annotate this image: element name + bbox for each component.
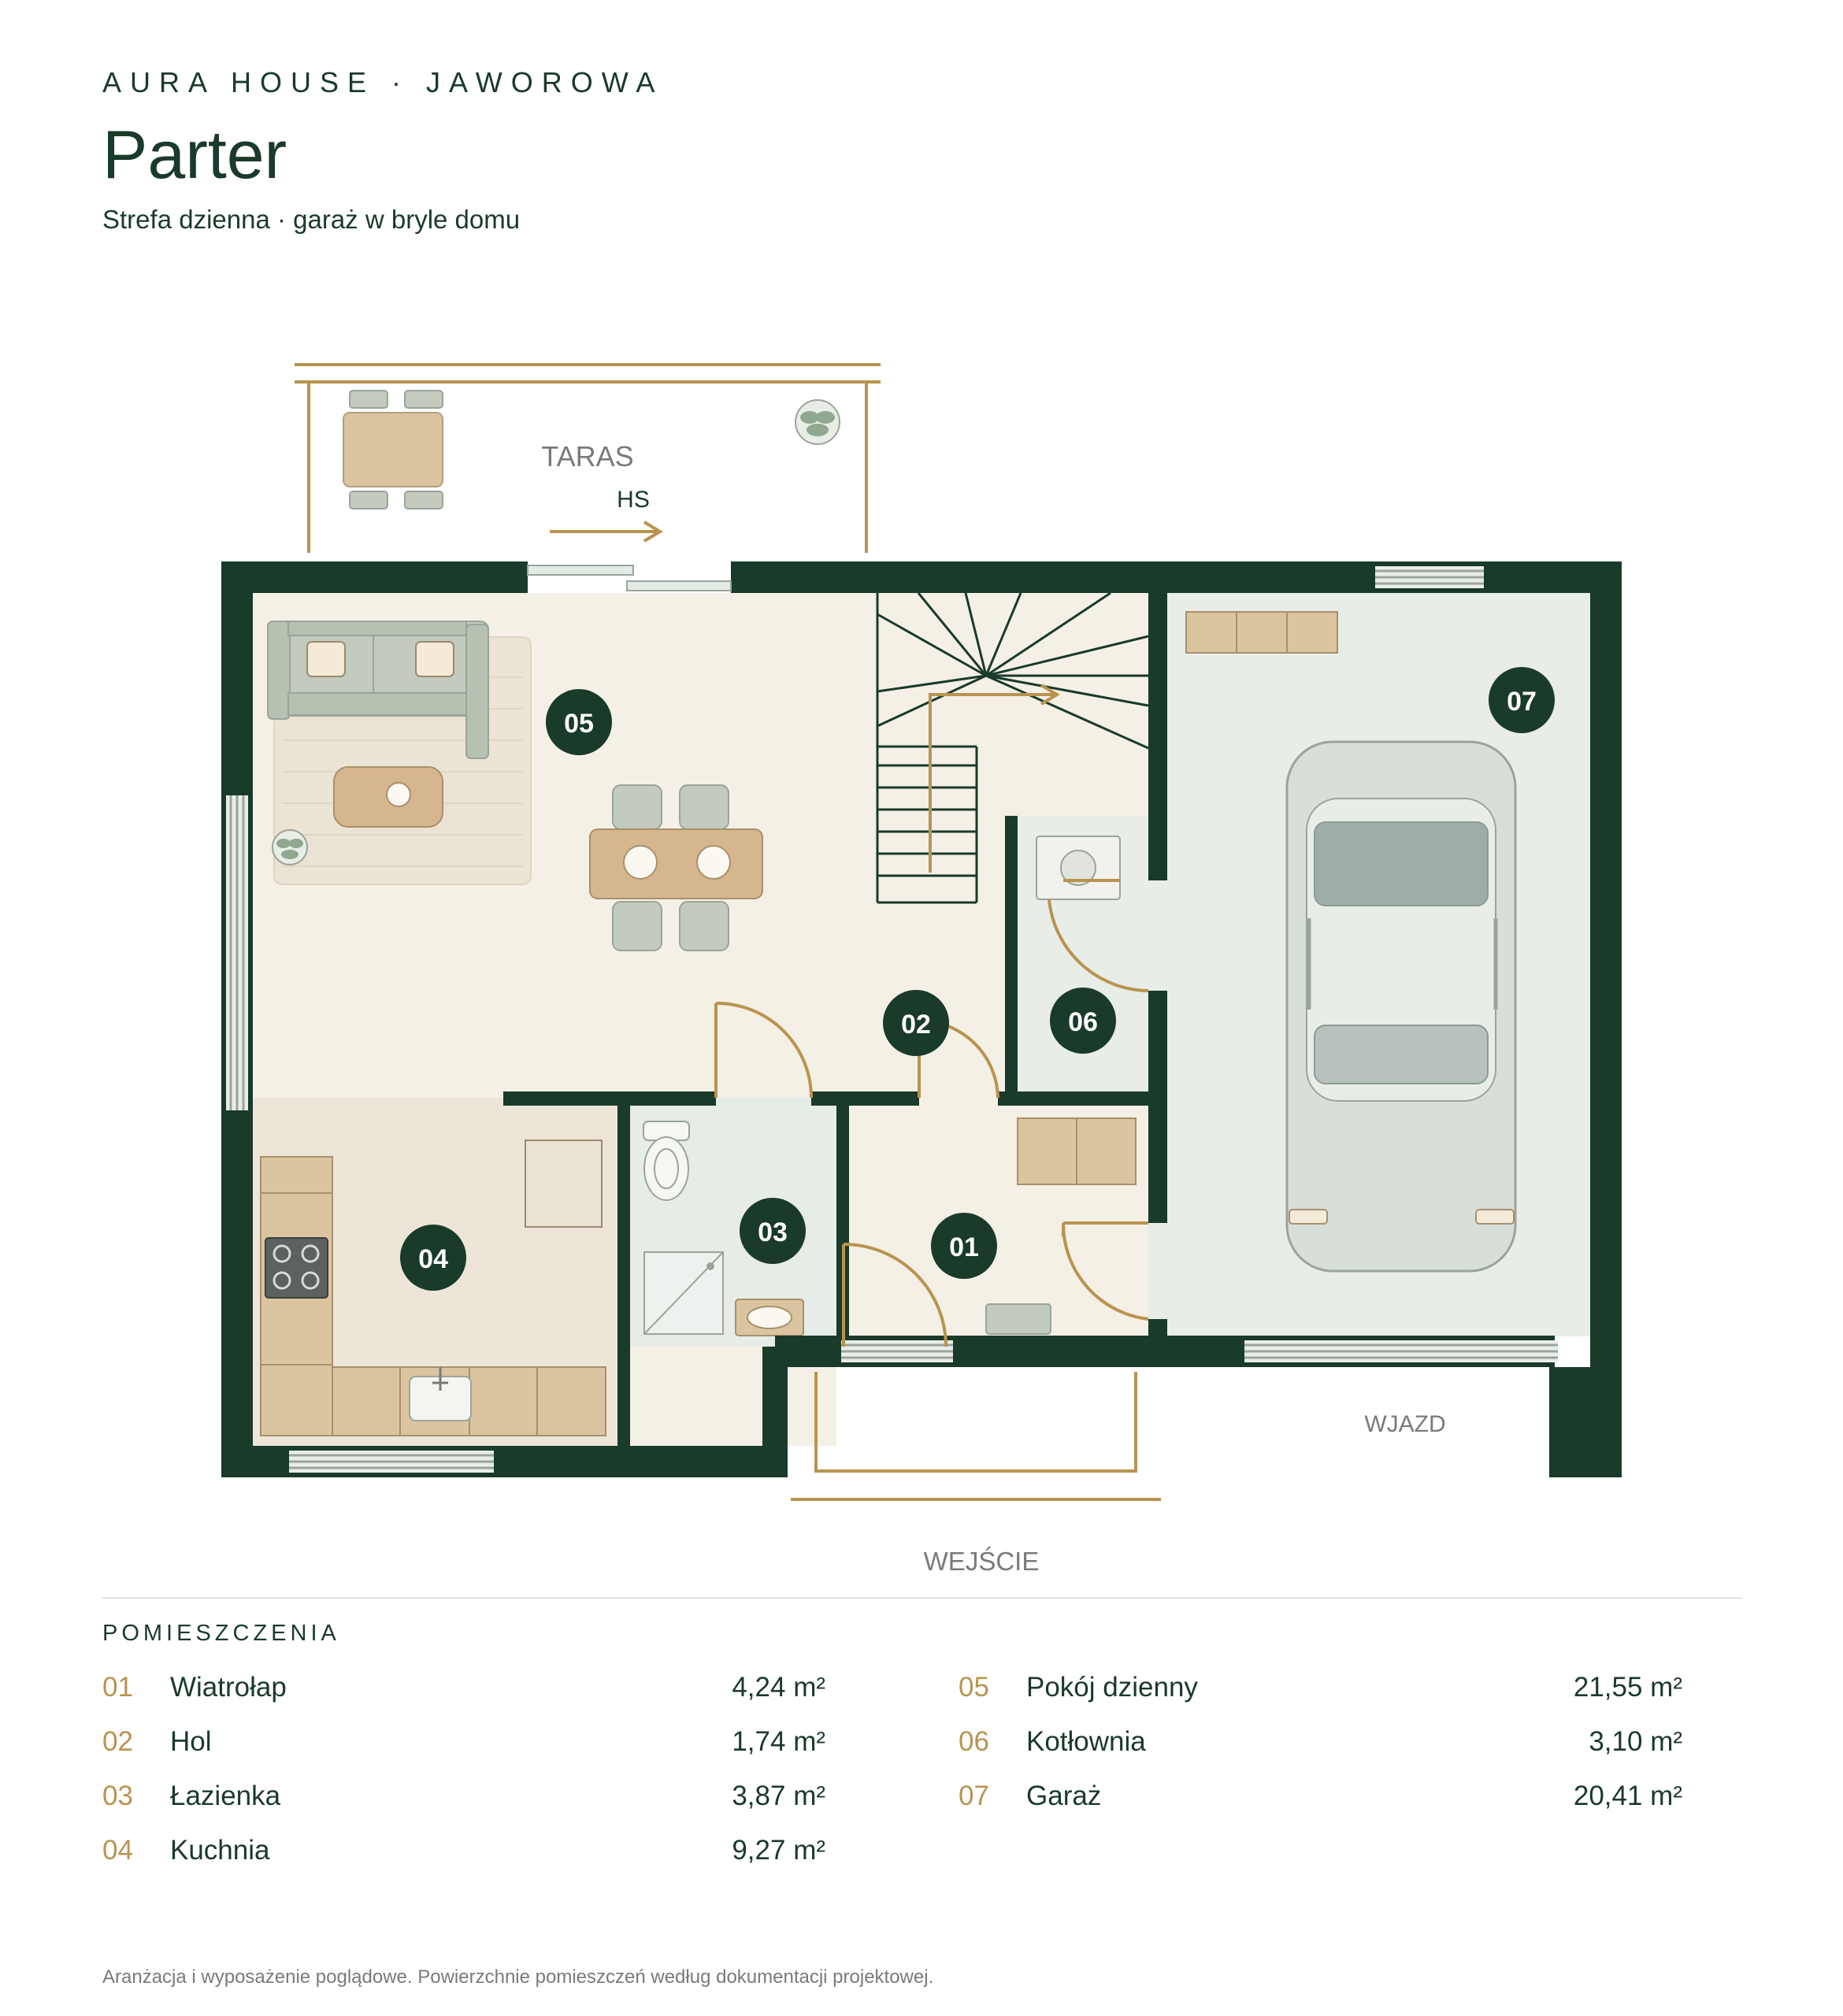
room-row-01: 01 Wiatrołap 4,24 m² (102, 1672, 825, 1711)
arrow-right-icon (550, 521, 663, 543)
room-name: Łazienka (170, 1781, 281, 1811)
shower-icon (643, 1251, 724, 1335)
room-marker-01: 01 (931, 1213, 997, 1279)
dining-set (589, 784, 763, 951)
vestibule-furniture (985, 1117, 1137, 1335)
room-name: Garaż (1026, 1781, 1102, 1811)
stair-direction-arrow (929, 684, 1060, 873)
sliding-door-label: HS (617, 487, 650, 513)
svg-text:06: 06 (1068, 1007, 1098, 1037)
entrance-label: WEJŚCIE (924, 1546, 1040, 1575)
svg-text:01: 01 (949, 1232, 979, 1262)
room-name: Wiatrołap (170, 1672, 287, 1703)
room-area: 3,10 m² (1589, 1726, 1682, 1757)
room-area: 4,24 m² (732, 1672, 825, 1703)
coffee-table (333, 766, 443, 828)
room-number: 05 (959, 1672, 989, 1703)
room-marker-07: 07 (1489, 667, 1555, 733)
room-row-03: 03 Łazienka 3,87 m² (102, 1781, 825, 1820)
sink-icon (409, 1367, 472, 1421)
bathroom-fixtures (643, 1121, 804, 1336)
section-divider (102, 1597, 1742, 1599)
room-row-04: 04 Kuchnia 9,27 m² (102, 1835, 825, 1874)
room-name: Pokój dzienny (1026, 1672, 1198, 1703)
terrace: TARAS HS (295, 363, 881, 553)
room-marker-02: 02 (883, 990, 949, 1056)
plant-icon (795, 399, 840, 445)
room-number: 04 (102, 1835, 133, 1866)
room-area: 9,27 m² (732, 1835, 825, 1866)
entrance-canopy (791, 1372, 1161, 1501)
windows (226, 565, 1558, 1473)
rooms-section-title: POMIESZCZENIA (102, 1621, 340, 1646)
room-markers: 05 07 02 06 04 03 01 (400, 667, 1555, 1291)
sofa (267, 621, 489, 759)
project-eyebrow: AURA HOUSE · JAWOROWA (102, 66, 664, 98)
plant-icon (272, 829, 308, 865)
terrace-label: TARAS (541, 440, 633, 472)
room-name: Kotłownia (1026, 1726, 1146, 1757)
terrace-table-set (343, 390, 443, 510)
room-row-06: 06 Kotłownia 3,10 m² (959, 1726, 1682, 1766)
cooktop-icon (265, 1237, 328, 1299)
svg-text:03: 03 (758, 1217, 788, 1247)
room-row-07: 07 Garaż 20,41 m² (959, 1781, 1682, 1820)
washbasin-icon (735, 1299, 804, 1336)
room-marker-04: 04 (400, 1225, 466, 1291)
svg-text:04: 04 (418, 1244, 448, 1274)
footnote: Aranżacja i wyposażenie poglądowe. Powie… (102, 1966, 934, 1988)
fridge (525, 1140, 603, 1228)
room-number: 02 (102, 1726, 133, 1757)
toilet-icon (643, 1121, 690, 1201)
room-area: 21,55 m² (1573, 1672, 1682, 1703)
room-number: 06 (959, 1726, 989, 1757)
svg-text:02: 02 (901, 1010, 931, 1040)
room-number: 01 (102, 1672, 133, 1703)
room-name: Hol (170, 1726, 212, 1757)
room-row-02: 02 Hol 1,74 m² (102, 1726, 825, 1766)
svg-text:07: 07 (1507, 687, 1537, 717)
room-number: 03 (102, 1781, 133, 1811)
page-title: Parter (102, 117, 287, 193)
driveway-label: WJAZD (1364, 1411, 1445, 1437)
page-subtitle: Strefa dzienna · garaż w bryle domu (102, 205, 521, 234)
room-area: 1,74 m² (732, 1726, 825, 1757)
room-marker-03: 03 (740, 1198, 806, 1264)
boiler (1036, 836, 1121, 900)
room-row-05: 05 Pokój dzienny 21,55 m² (959, 1672, 1682, 1711)
garage-furniture (1185, 611, 1517, 1273)
living-furniture (267, 621, 763, 951)
room-name: Kuchnia (170, 1835, 270, 1866)
room-number: 07 (959, 1781, 989, 1811)
floor-plan: TARAS HS (221, 363, 1622, 1575)
svg-text:05: 05 (564, 709, 594, 739)
room-area: 20,41 m² (1573, 1781, 1682, 1811)
room-marker-06: 06 (1050, 988, 1116, 1054)
car-icon (1285, 740, 1517, 1273)
room-marker-05: 05 (546, 689, 612, 755)
room-area: 3,87 m² (732, 1781, 825, 1811)
kitchen-furniture (260, 1140, 606, 1436)
doors (714, 879, 1149, 1347)
